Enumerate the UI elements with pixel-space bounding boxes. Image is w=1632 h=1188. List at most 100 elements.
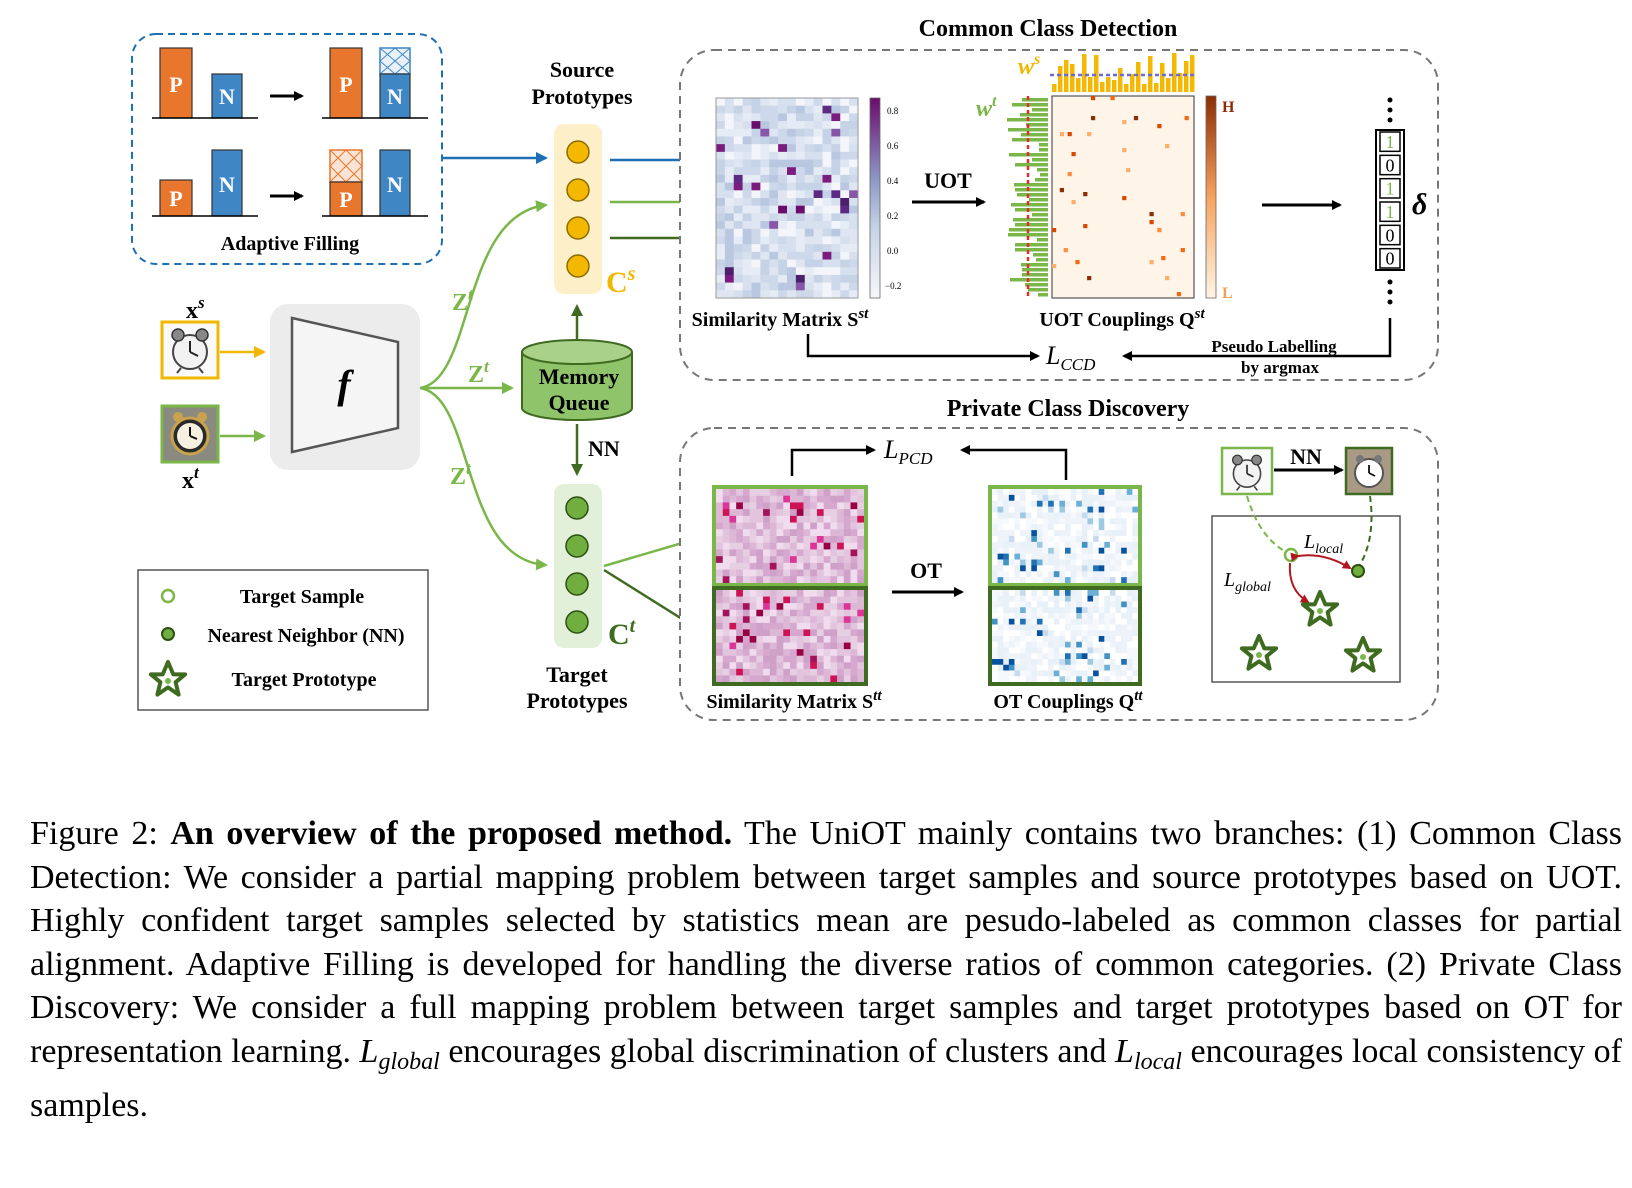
heatmap-cell bbox=[760, 251, 770, 260]
heatmap-cell bbox=[1053, 624, 1060, 631]
heatmap-cell bbox=[830, 549, 838, 557]
feature-z-mid: Zt bbox=[468, 357, 490, 388]
heatmap-cell bbox=[796, 536, 804, 544]
heatmap-cell bbox=[716, 596, 724, 604]
heatmap-cell bbox=[776, 542, 784, 550]
heatmap-cell bbox=[749, 502, 757, 510]
heatmap-cell bbox=[790, 642, 798, 650]
heatmap-cell bbox=[1081, 547, 1088, 554]
heatmap-cell bbox=[763, 549, 771, 557]
heatmap-cell bbox=[1053, 536, 1060, 543]
cs-sup: s bbox=[627, 263, 636, 285]
heatmap-cell bbox=[769, 251, 779, 260]
heatmap-cell bbox=[804, 267, 814, 276]
heatmap-cell bbox=[1003, 636, 1010, 643]
heatmap-cell bbox=[810, 515, 818, 523]
heatmap-cell bbox=[997, 524, 1004, 531]
heatmap-cell bbox=[1081, 565, 1088, 572]
heatmap-cell bbox=[837, 556, 845, 564]
heatmap-cell bbox=[1059, 636, 1066, 643]
heatmap-cell bbox=[1059, 613, 1066, 620]
heatmap-cell bbox=[1070, 500, 1077, 507]
heatmap-cell bbox=[1104, 571, 1111, 578]
heatmap-cell bbox=[1048, 641, 1055, 648]
heatmap-cell bbox=[816, 616, 824, 624]
heatmap-cell bbox=[724, 151, 735, 160]
heatmap-cell bbox=[1109, 676, 1116, 683]
heatmap-cell bbox=[1087, 489, 1094, 496]
heatmap-cell bbox=[1059, 536, 1066, 543]
heatmap-cell bbox=[803, 596, 811, 604]
heatmap-cell bbox=[857, 649, 865, 657]
heatmap-cell bbox=[769, 290, 779, 299]
heatmap-cell bbox=[803, 549, 811, 557]
heatmap-cell bbox=[716, 167, 726, 176]
heatmap-cell bbox=[749, 556, 757, 564]
heatmap-cell bbox=[840, 105, 850, 114]
heatmap-cell bbox=[837, 569, 845, 577]
heatmap-cell bbox=[776, 675, 784, 683]
pcd-similarity-bottom bbox=[716, 590, 865, 683]
heatmap-cell bbox=[783, 642, 791, 650]
heatmap-cell bbox=[1121, 659, 1128, 666]
heatmap-cell bbox=[1036, 512, 1043, 519]
heatmap-cell bbox=[843, 668, 851, 676]
heatmap-cell bbox=[823, 603, 831, 611]
heatmap-cell bbox=[1042, 559, 1049, 566]
heatmap-cell bbox=[1025, 659, 1032, 666]
ws-bar bbox=[1190, 55, 1195, 92]
heatmap-cell bbox=[1020, 553, 1026, 560]
heatmap-cell bbox=[992, 559, 998, 566]
heatmap-cell bbox=[716, 136, 726, 145]
heatmap-cell bbox=[1059, 601, 1066, 608]
heatmap-cell bbox=[1065, 565, 1071, 572]
heatmap-cell bbox=[1126, 664, 1133, 671]
heatmap-cell bbox=[803, 536, 811, 544]
heatmap-cell bbox=[783, 675, 791, 683]
heatmap-cell bbox=[722, 576, 730, 584]
heatmap-cell bbox=[778, 259, 788, 268]
heatmap-cell bbox=[1104, 524, 1111, 531]
heatmap-cell bbox=[804, 151, 814, 160]
heatmap-cell bbox=[1104, 577, 1111, 584]
pcd-similarity-label: Similarity Matrix Stt bbox=[707, 688, 883, 713]
wt-bar bbox=[1037, 168, 1048, 172]
heatmap-cell bbox=[749, 642, 757, 650]
heatmap-cell bbox=[1031, 500, 1038, 507]
heatmap-cell bbox=[1014, 559, 1021, 566]
heatmap-cell bbox=[742, 98, 752, 106]
heatmap-cell bbox=[716, 515, 724, 523]
heatmap-cell bbox=[830, 590, 838, 597]
heatmap-cell bbox=[716, 205, 726, 214]
heatmap-cell bbox=[1065, 653, 1071, 660]
heatmap-cell bbox=[1109, 590, 1116, 597]
source-input-symbol: xs bbox=[186, 293, 205, 324]
heatmap-cell bbox=[831, 274, 841, 283]
heatmap-cell bbox=[840, 244, 850, 253]
heatmap-cell bbox=[1025, 601, 1032, 608]
heatmap-cell bbox=[1093, 518, 1099, 525]
heatmap-cell bbox=[830, 556, 838, 564]
heatmap-cell bbox=[1042, 607, 1049, 614]
heatmap-cell bbox=[823, 675, 831, 683]
heatmap-cell bbox=[1020, 601, 1026, 608]
heatmap-cell bbox=[1003, 506, 1010, 513]
heatmap-cell bbox=[810, 609, 818, 617]
wt-bar bbox=[1015, 208, 1048, 212]
heatmap-cell bbox=[1098, 518, 1105, 525]
heatmap-cell bbox=[733, 190, 743, 199]
heatmap-cell bbox=[1008, 618, 1015, 625]
heatmap-cell bbox=[776, 636, 784, 643]
heatmap-cell bbox=[992, 553, 998, 560]
heatmap-cell bbox=[716, 105, 726, 114]
heatmap-cell bbox=[1036, 653, 1043, 660]
q-symbol: Q bbox=[1179, 309, 1195, 331]
heatmap-cell bbox=[1109, 565, 1116, 572]
heatmap-cell bbox=[1126, 553, 1133, 560]
heatmap-cell bbox=[804, 113, 814, 122]
heatmap-cell bbox=[1025, 518, 1032, 525]
heatmap-cell bbox=[997, 624, 1004, 631]
heatmap-cell bbox=[1020, 565, 1026, 572]
heatmap-cell bbox=[1109, 630, 1116, 637]
heatmap-cell bbox=[778, 205, 788, 214]
